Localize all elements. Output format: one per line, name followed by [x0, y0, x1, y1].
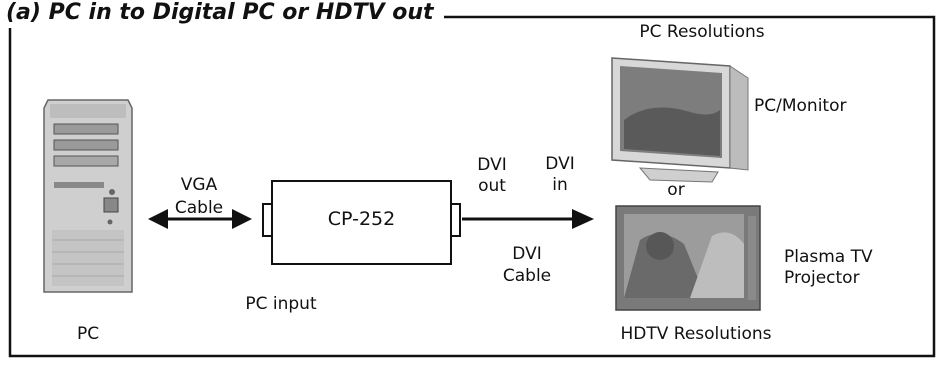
- dvi-cable-label-line2: Cable: [502, 266, 552, 286]
- vga-label-line2: Cable: [174, 198, 224, 218]
- input-connector: [262, 203, 273, 237]
- or-label: or: [667, 180, 685, 200]
- dvi-cable-label-line1: DVI: [512, 244, 542, 264]
- pc-monitor-image: [611, 57, 749, 183]
- diagram-title: (a) PC in to Digital PC or HDTV out: [6, 0, 444, 28]
- pc-tower-image: [43, 99, 133, 293]
- dvi-out-label-line1: DVI: [477, 155, 507, 175]
- pc-label: PC: [76, 324, 100, 344]
- dvi-cable-arrow: [462, 209, 594, 229]
- cp252-device: [262, 180, 461, 265]
- pc-monitor-label: PC/Monitor: [754, 96, 847, 116]
- pc-input-label: PC input: [245, 294, 317, 314]
- plasma-tv-label-line2: Projector: [784, 268, 860, 288]
- plasma-tv-image: [615, 205, 761, 311]
- dvi-out-label-line2: out: [478, 176, 506, 196]
- vga-label-line1: VGA: [180, 175, 218, 195]
- output-connector: [450, 203, 461, 237]
- diagram-frame: [8, 15, 936, 358]
- pc-resolutions-label: PC Resolutions: [639, 22, 765, 42]
- hdtv-resolutions-label: HDTV Resolutions: [620, 324, 772, 344]
- plasma-tv-label-line1: Plasma TV: [784, 247, 873, 267]
- vga-cable-arrow: [148, 209, 252, 229]
- dvi-in-label-line2: in: [552, 175, 568, 195]
- device-label: CP-252: [327, 208, 396, 230]
- dvi-in-label-line1: DVI: [545, 154, 575, 174]
